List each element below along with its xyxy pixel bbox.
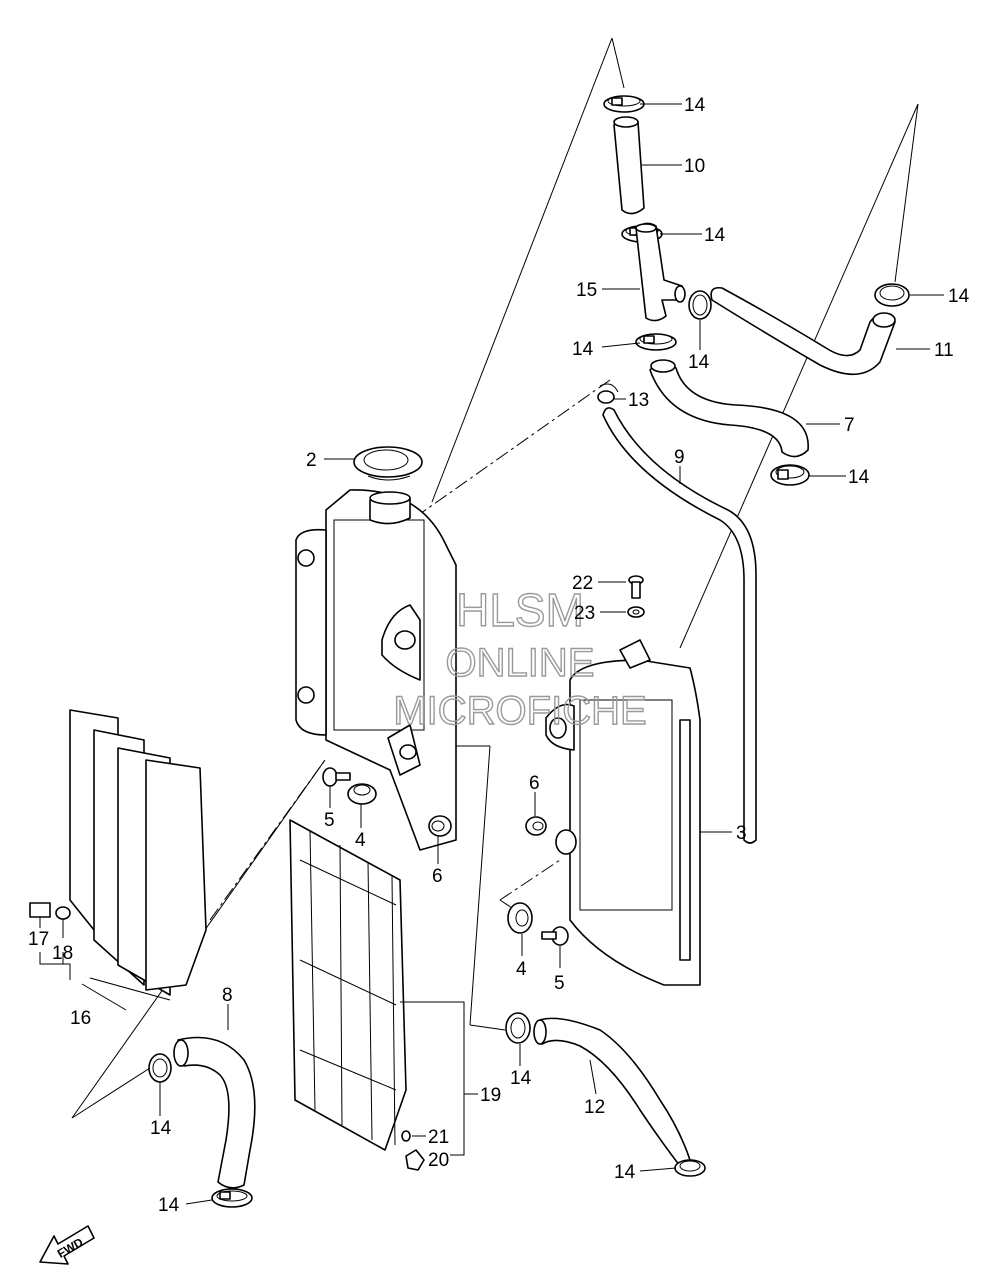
callout-22: 22 (572, 573, 593, 594)
clamp-11 (874, 283, 910, 307)
collar-6-left (428, 815, 452, 837)
bolt-5-left (322, 767, 351, 787)
clip-13 (597, 383, 619, 404)
watermark: HLSM ONLINE MICROFICHE (393, 583, 648, 733)
callout-16: 16 (70, 1008, 91, 1029)
grommet-4-right (507, 902, 533, 934)
callout-labels: 14 10 14 15 14 14 14 11 13 7 2 9 14 22 2… (28, 95, 970, 1216)
clamp-12-bottom (674, 1159, 706, 1177)
hose-10 (613, 116, 645, 215)
callout-14: 14 (572, 339, 594, 360)
callout-14: 14 (848, 467, 870, 488)
callout-23: 23 (574, 603, 595, 624)
grommet-4-left (347, 783, 377, 805)
watermark-line2: ONLINE (446, 641, 595, 685)
callout-leaders (39, 103, 944, 1205)
callout-7: 7 (844, 415, 855, 436)
clamp-8-top (148, 1053, 172, 1083)
callout-8: 8 (222, 985, 233, 1006)
callout-6: 6 (529, 773, 540, 794)
bolt-22 (628, 575, 644, 599)
clamp-8-bottom (211, 1188, 253, 1208)
guard-19 (289, 819, 407, 1151)
radiator-left (295, 489, 457, 851)
callout-13: 13 (628, 390, 649, 411)
hose-11 (710, 286, 896, 376)
radiator-right (545, 639, 701, 986)
watermark-line1: HLSM (456, 584, 584, 636)
clip-21 (401, 1130, 411, 1142)
callout-5: 5 (554, 973, 565, 994)
clip-20 (405, 1149, 425, 1171)
callout-18: 18 (52, 943, 73, 964)
callout-4: 4 (516, 959, 527, 980)
callout-14: 14 (614, 1162, 636, 1183)
callout-14: 14 (158, 1195, 180, 1216)
callout-17: 17 (28, 929, 49, 950)
callout-14: 14 (684, 95, 706, 116)
callout-6: 6 (432, 866, 443, 887)
callout-14: 14 (150, 1118, 172, 1139)
hose-12 (533, 1017, 691, 1167)
callout-19: 19 (480, 1085, 501, 1106)
callout-14: 14 (510, 1068, 532, 1089)
callout-21: 21 (428, 1127, 449, 1148)
callout-4: 4 (355, 830, 366, 851)
washer-23 (627, 606, 645, 618)
callout-15: 15 (576, 280, 597, 301)
radiator-cap-2 (353, 446, 423, 481)
clamp-7 (770, 464, 810, 486)
collar-6-right (525, 816, 547, 836)
callout-20: 20 (428, 1150, 449, 1171)
assembly-lines (71, 37, 919, 1119)
louver-16 (69, 709, 207, 996)
hose-9 (602, 407, 757, 844)
callout-2: 2 (306, 450, 317, 471)
joint-15 (635, 222, 686, 322)
callout-11: 11 (934, 340, 954, 361)
clamp-joint-right (688, 290, 712, 320)
bolt-5-right (541, 926, 569, 946)
callout-10: 10 (684, 156, 705, 177)
hose-7 (649, 359, 809, 458)
callout-14: 14 (688, 352, 710, 373)
clamp-top (603, 95, 645, 113)
hose-8 (173, 1036, 256, 1189)
callout-3: 3 (736, 823, 747, 844)
nut-18 (55, 906, 71, 920)
callout-9: 9 (674, 447, 685, 468)
nut-17 (29, 902, 51, 918)
callout-14: 14 (948, 286, 970, 307)
callout-14: 14 (704, 225, 726, 246)
callout-5: 5 (324, 810, 335, 831)
clamp-12-top (505, 1012, 531, 1044)
watermark-line3: MICROFICHE (393, 689, 646, 733)
callout-12: 12 (584, 1097, 605, 1118)
fwd-arrow-icon: FWD (39, 1225, 95, 1265)
clamp-joint-bottom (635, 333, 677, 351)
